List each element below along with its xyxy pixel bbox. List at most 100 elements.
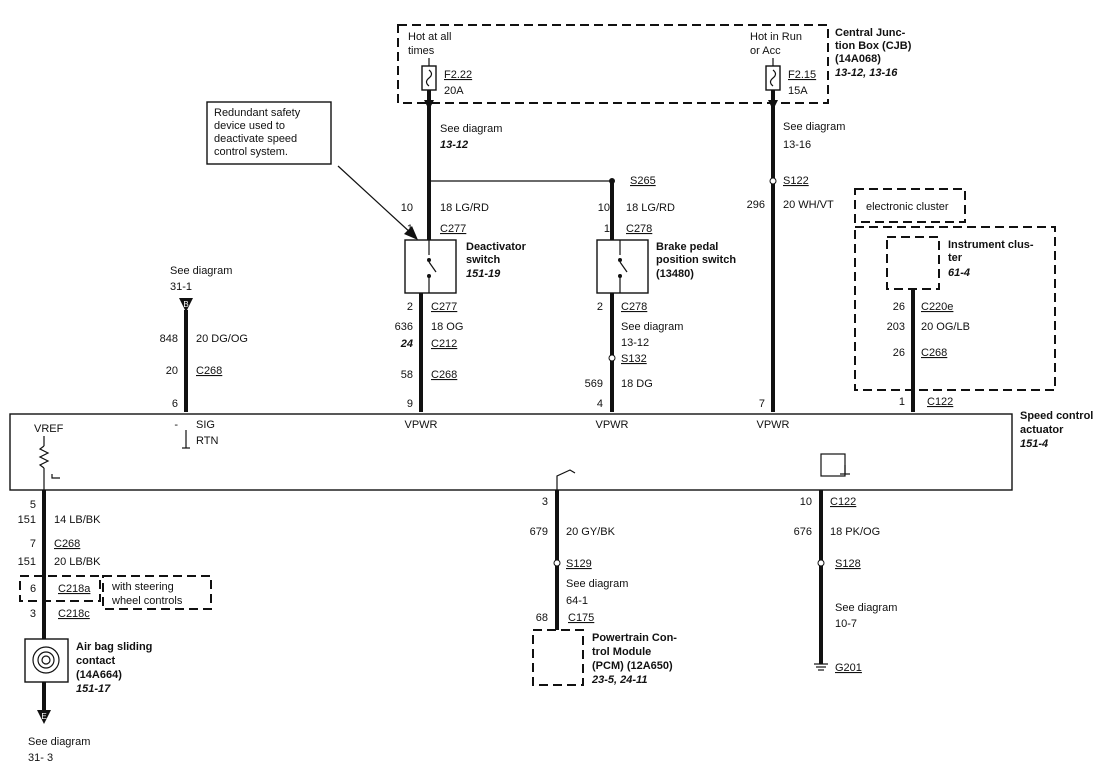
instrument-title-line1: Instrument clus-: [948, 239, 1034, 251]
ref-10-7: 10-7: [835, 618, 857, 630]
rtn-label: RTN: [196, 435, 218, 447]
vpwr-label-3: VPWR: [757, 419, 790, 431]
wire-arrow: [424, 100, 434, 110]
pin-1-b: 1: [604, 223, 610, 235]
wire-label-14lbbk: 14 LB/BK: [54, 514, 101, 526]
instrument-cluster-outer: [854, 226, 1056, 391]
wire-label-18dg: 18 DG: [621, 378, 653, 390]
pin-20: 20: [166, 365, 178, 377]
see-diagram-5: See diagram: [28, 736, 90, 748]
pin-151-b: 151: [18, 556, 36, 568]
pin-58: 58: [401, 369, 413, 381]
pin-2-a: 2: [407, 301, 413, 313]
see-diagram-2: See diagram: [621, 321, 683, 333]
connector-c268-a: C268: [431, 369, 457, 381]
connector-c175: C175: [568, 612, 594, 624]
pin-1-c: 1: [899, 396, 905, 408]
actuator-title-line2: actuator: [1020, 424, 1064, 436]
hot-at-all-times-line2: times: [408, 45, 435, 57]
connector-c278-top: C278: [626, 223, 652, 235]
pin-7-a: 7: [759, 398, 765, 410]
c218a-dashed-box: [19, 575, 101, 602]
pin-676: 676: [794, 526, 812, 538]
fuse1-name: F2.22: [444, 69, 472, 81]
pin-296: 296: [747, 199, 765, 211]
cjb-box: [397, 24, 829, 104]
pcm-ref: 23-5, 24-11: [591, 674, 647, 686]
cjb-title-line3: (14A068): [835, 53, 881, 65]
deactivator-title-line1: Deactivator: [466, 241, 527, 253]
brake-title-line3: (13480): [656, 268, 694, 280]
instrument-title-line2: ter: [948, 252, 963, 264]
wire-label-18pkog: 18 PK/OG: [830, 526, 880, 538]
flag-e-letter: E: [41, 712, 46, 721]
fuse2-amp: 15A: [788, 85, 808, 97]
pin-10-c: 10: [800, 496, 812, 508]
hot-at-all-times-line1: Hot at all: [408, 31, 451, 43]
pin-679: 679: [530, 526, 548, 538]
airbag-title-line2: contact: [76, 655, 115, 667]
instrument-cluster-box: [886, 236, 940, 290]
note-box: [206, 101, 332, 165]
wire-label-20whvt: 20 WH/VT: [783, 199, 834, 211]
ref-31-3: 31- 3: [28, 752, 53, 764]
connector-c218a: C218a: [58, 583, 91, 595]
wire-label-20gybk: 20 GY/BK: [566, 526, 616, 538]
wire-label-18lgrd-b: 18 LG/RD: [626, 202, 675, 214]
pin-6-b: 6: [30, 583, 36, 595]
connector-c277-bottom: C277: [431, 301, 457, 313]
pin-26-a: 26: [893, 301, 905, 313]
connector-c122-bottom: C122: [830, 496, 856, 508]
flag-b-letter: B: [183, 300, 188, 309]
pin-26-b: 26: [893, 347, 905, 359]
splice-s129: S129: [566, 558, 592, 570]
ref-64-1: 64-1: [566, 595, 588, 607]
instrument-ref: 61-4: [948, 267, 970, 279]
see-diagram-7: See diagram: [835, 602, 897, 614]
pin-203: 203: [887, 321, 905, 333]
pin-2-b: 2: [597, 301, 603, 313]
brake-title-line1: Brake pedal: [656, 241, 718, 253]
cjb-title-line1: Central Junc-: [835, 27, 906, 39]
ref-13-12-b: 13-12: [621, 337, 649, 349]
hot-in-run-line1: Hot in Run: [750, 31, 802, 43]
pcm-title-line1: Powertrain Con-: [592, 632, 677, 644]
wire-label-20oglb: 20 OG/LB: [921, 321, 970, 333]
airbag-title-line3: (14A664): [76, 669, 122, 681]
pcm-title-line3: (PCM) (12A650): [592, 660, 673, 672]
potentiometer-icon: [38, 445, 50, 469]
note-line4: control system.: [214, 146, 288, 158]
pin-68: 68: [536, 612, 548, 624]
pcm-switch-contact: [556, 469, 576, 490]
vpwr-label-1: VPWR: [405, 419, 438, 431]
electronic-cluster-box: [854, 188, 966, 223]
connector-c268-b: C268: [196, 365, 222, 377]
fuse-f2-15: F2.15 15A: [765, 58, 816, 97]
deactivator-switch: [404, 239, 457, 294]
pin-6: 6: [172, 398, 178, 410]
cjb-title-line2: tion Box (CJB): [835, 40, 912, 52]
ref-31-1: 31-1: [170, 281, 192, 293]
fuse1-amp: 20A: [444, 85, 464, 97]
splice-s132: S132: [621, 353, 647, 365]
see-diagram-3: See diagram: [783, 121, 845, 133]
see-diagram-6: See diagram: [566, 578, 628, 590]
pin-848: 848: [160, 333, 178, 345]
vref-label: VREF: [34, 423, 64, 435]
pin-4: 4: [597, 398, 603, 410]
note-arrow-head: [404, 226, 418, 240]
pin-151-a: 151: [18, 514, 36, 526]
pin-minus: -: [174, 419, 178, 431]
fuse2-name: F2.15: [788, 69, 816, 81]
note-line3: deactivate speed: [214, 133, 297, 145]
splice-s122: S122: [783, 175, 809, 187]
pin-569: 569: [585, 378, 603, 390]
sig-label: SIG: [196, 419, 215, 431]
wire-label-20dgog: 20 DG/OG: [196, 333, 248, 345]
connector-c278-bottom: C278: [621, 301, 647, 313]
pin-1-a: 1: [407, 223, 413, 235]
cjb-ref: 13-12, 13-16: [835, 67, 898, 79]
ref-13-12-a: 13-12: [440, 139, 468, 151]
airbag-contact-box: [24, 638, 69, 683]
flag-b: [179, 298, 193, 312]
